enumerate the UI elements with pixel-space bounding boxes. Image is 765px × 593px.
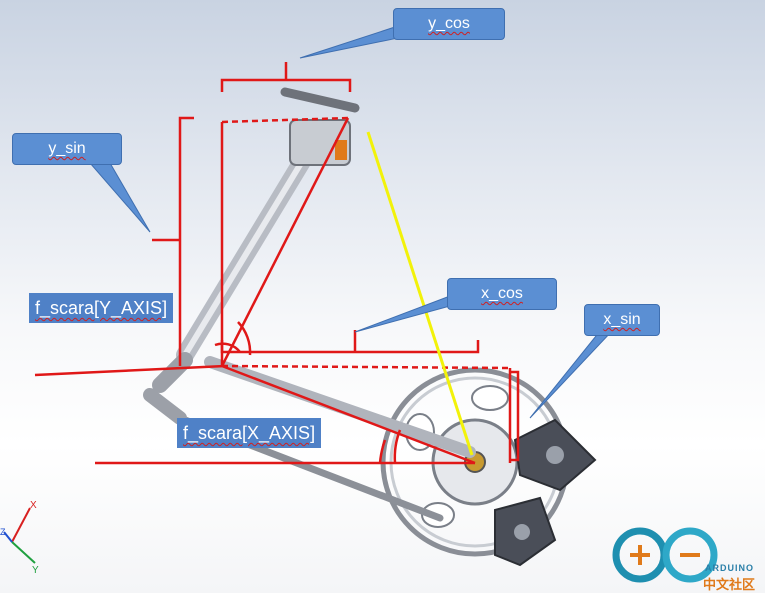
logo-text: ARDUINO [705, 563, 754, 573]
x-sin-bracket [510, 370, 520, 462]
x-axis-angle-label: f_scara[X_AXIS] [177, 418, 322, 448]
y-sin-bracket [152, 116, 194, 366]
y-sin-callout: y_sin [12, 133, 122, 165]
x-sin-callout: x_sin [584, 304, 660, 336]
stepper-motor-upper [513, 418, 597, 492]
axis-triad: X Y Z [0, 500, 39, 576]
triad-x-label: X [30, 500, 37, 511]
geometry-lines [34, 116, 512, 465]
y-axis-angle-label: f_scara[Y_AXIS] [29, 293, 174, 323]
x-cos-callout: x_cos [447, 278, 557, 310]
triad-z-label: Z [0, 527, 6, 537]
stepper-motor-lower [494, 496, 557, 567]
x-cos-bracket [220, 330, 480, 354]
arduino-logo [612, 527, 718, 583]
endpoint-distance-line [366, 131, 474, 456]
upper-arm [176, 131, 324, 364]
logo-cn-text: 中文社区 [703, 577, 756, 592]
y-cos-callout: y_cos [393, 8, 505, 40]
triad-y-label: Y [32, 565, 39, 576]
end-effector [280, 87, 360, 166]
callout-tails [88, 25, 614, 419]
y-cos-bracket [220, 62, 352, 92]
